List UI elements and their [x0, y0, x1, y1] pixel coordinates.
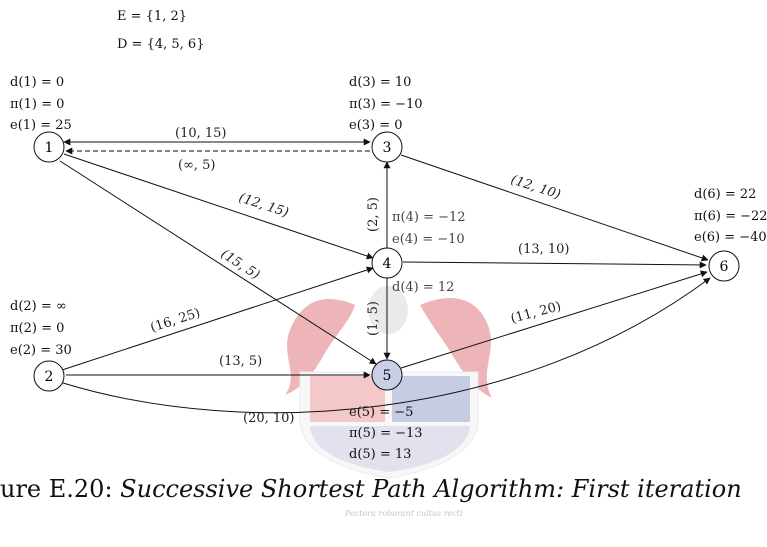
node-4-pi: π(4) = −12: [392, 210, 466, 225]
edge-label-2-6: (20, 10): [243, 411, 295, 426]
node-2-e: e(2) = 30: [10, 343, 72, 358]
edge-4-6: [402, 261, 707, 269]
crest-motto: Pectora roborant cultus recti: [345, 509, 463, 518]
node-6-pi: π(6) = −22: [694, 209, 767, 224]
caption-number: ure E.20:: [0, 475, 113, 503]
crest-watermark: [285, 286, 492, 479]
edge-label-4-5: (1, 5): [366, 301, 381, 336]
nodes: 1 2 3 4 5 6: [33, 131, 740, 392]
crest-mantling-left: [285, 299, 355, 395]
node-4-label: 4: [383, 256, 392, 272]
node-6: [708, 250, 740, 282]
edge-3-6: [400, 154, 709, 262]
caption-text: Successive Shortest Path Algorithm: Firs…: [112, 475, 742, 503]
edge-label-2-5: (13, 5): [219, 354, 262, 369]
node-4-d: d(4) = 12: [392, 280, 455, 295]
edge-label-4-3: (2, 5): [366, 197, 381, 232]
set-E: E = {1, 2}: [117, 9, 187, 24]
node-2-d: d(2) = ∞: [10, 299, 67, 314]
edge-1-4: [63, 153, 374, 260]
node-3-label: 3: [383, 140, 392, 156]
edge-label-4-6: (13, 10): [518, 242, 570, 257]
edge-2-4: [61, 266, 374, 371]
node-3-e: e(3) = 0: [349, 118, 403, 133]
edge-label-3-1: (∞, 5): [178, 158, 216, 173]
node-3: [371, 131, 403, 163]
edge-2-6: [62, 277, 711, 414]
node-6-e: e(6) = −40: [694, 230, 767, 245]
crest-quarter-red: [310, 376, 385, 422]
node-3-d: d(3) = 10: [349, 75, 412, 90]
figure-caption: ure E.20: Successive Shortest Path Algor…: [0, 474, 767, 504]
node-5-d: d(5) = 13: [349, 447, 412, 462]
crest-quarter-lower: [310, 426, 470, 472]
node-2-pi: π(2) = 0: [10, 321, 65, 336]
edge-label-5-6: (11, 20): [509, 299, 563, 327]
node-2-label: 2: [45, 369, 54, 385]
edge-1-5: [59, 160, 377, 365]
crest-helmet: [368, 286, 408, 334]
node-2: [33, 360, 65, 392]
node-4-e: e(4) = −10: [392, 232, 465, 247]
set-D: D = {4, 5, 6}: [117, 37, 205, 52]
node-3-pi: π(3) = −10: [349, 97, 423, 112]
node-5-label: 5: [383, 368, 392, 384]
node-1: [33, 131, 65, 163]
edge-label-2-4: (16, 25): [149, 306, 203, 336]
edge-label-3-6: (12, 10): [509, 173, 563, 203]
node-1-label: 1: [45, 140, 54, 156]
node-1-d: d(1) = 0: [10, 75, 65, 90]
edges: [59, 138, 711, 414]
node-6-d: d(6) = 22: [694, 187, 757, 202]
edge-label-1-4: (12, 15): [237, 191, 291, 221]
node-5-e: e(5) = −5: [349, 405, 414, 420]
node-1-pi: π(1) = 0: [10, 97, 65, 112]
node-4: [371, 247, 403, 279]
node-5-pi: π(5) = −13: [349, 426, 423, 441]
edge-5-6: [400, 270, 708, 369]
node-5: [371, 359, 403, 391]
node-6-label: 6: [720, 259, 729, 275]
edge-label-1-5: (15, 5): [218, 247, 262, 283]
edge-label-1-3: (10, 15): [175, 126, 227, 141]
node-1-e: e(1) = 25: [10, 118, 72, 133]
crest-quarter-blue: [392, 376, 470, 422]
